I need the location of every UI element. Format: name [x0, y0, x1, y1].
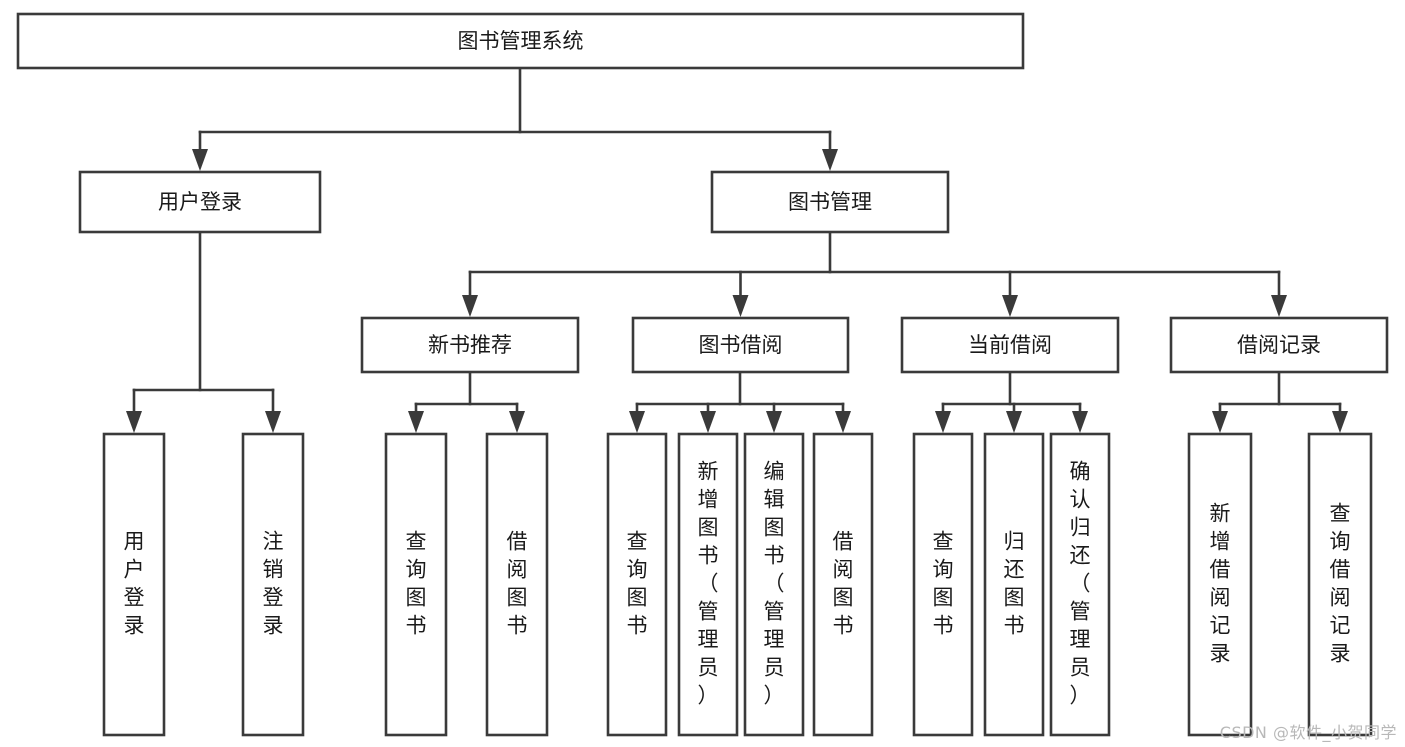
node-box-leaf-edit-book[interactable]: [743, 432, 805, 737]
node-label-leaf-query-book-current: 查询图书: [933, 530, 954, 638]
arrow-head-icon: [766, 411, 782, 433]
conn-userlogin-to-leaves: [126, 230, 281, 433]
node-label-book-management: 图书管理: [788, 190, 872, 214]
node-leaf-return-book[interactable]: 归还图书: [983, 432, 1045, 737]
node-leaf-query-book-recommend[interactable]: 查询图书: [384, 432, 448, 737]
node-layer: 图书管理系统用户登录图书管理新书推荐图书借阅当前借阅借阅记录用户登录注销登录查询…: [16, 12, 1389, 737]
node-label-user-login: 用户登录: [158, 190, 242, 214]
node-current-borrow[interactable]: 当前借阅: [900, 316, 1120, 374]
arrow-head-icon: [732, 295, 749, 317]
arrow-head-icon: [700, 411, 716, 433]
arrow-head-icon: [1002, 295, 1018, 317]
node-label-borrow-record: 借阅记录: [1237, 333, 1321, 357]
node-book-borrow[interactable]: 图书借阅: [631, 316, 850, 374]
node-leaf-add-book[interactable]: 新增图书（管理员）: [677, 432, 739, 737]
node-leaf-user-logout[interactable]: 注销登录: [241, 432, 305, 737]
node-label-root: 图书管理系统: [458, 29, 584, 53]
arrow-head-icon: [1212, 411, 1228, 433]
node-label-leaf-query-borrow-record: 查询借阅记录: [1330, 502, 1351, 666]
node-label-leaf-borrow-book-recommend: 借阅图书: [507, 530, 528, 638]
node-label-leaf-add-borrow-record: 新增借阅记录: [1210, 502, 1231, 666]
node-label-leaf-user-logout: 注销登录: [263, 530, 284, 638]
node-label-leaf-edit-book: 编辑图书（管理员）: [764, 460, 785, 708]
node-leaf-confirm-return[interactable]: 确认归还（管理员）: [1049, 432, 1111, 737]
node-box-leaf-borrow-book[interactable]: [812, 432, 874, 737]
node-box-leaf-user-logout[interactable]: [241, 432, 305, 737]
node-leaf-query-book-borrow[interactable]: 查询图书: [606, 432, 668, 737]
node-box-leaf-query-book-recommend[interactable]: [384, 432, 448, 737]
arrow-head-icon: [408, 411, 424, 433]
connector-layer: [126, 66, 1348, 433]
node-box-leaf-query-book-borrow[interactable]: [606, 432, 668, 737]
node-label-leaf-query-book-recommend: 查询图书: [406, 530, 427, 638]
arrow-head-icon: [1271, 295, 1287, 317]
node-label-leaf-user-login: 用户登录: [124, 530, 145, 638]
conn-recommend-to-leaves: [408, 370, 525, 433]
node-box-leaf-borrow-book-recommend[interactable]: [485, 432, 549, 737]
node-label-leaf-borrow-book: 借阅图书: [833, 530, 854, 638]
arrow-head-icon: [822, 149, 838, 171]
node-box-leaf-confirm-return[interactable]: [1049, 432, 1111, 737]
node-label-book-borrow: 图书借阅: [699, 333, 783, 357]
node-box-leaf-return-book[interactable]: [983, 432, 1045, 737]
conn-bookmgmt-to-level3: [462, 230, 1287, 317]
node-label-leaf-return-book: 归还图书: [1004, 530, 1025, 638]
node-new-book-recommend[interactable]: 新书推荐: [360, 316, 580, 374]
arrow-head-icon: [629, 411, 645, 433]
node-leaf-add-borrow-record[interactable]: 新增借阅记录: [1187, 432, 1253, 737]
node-box-book-borrow[interactable]: [631, 316, 850, 374]
node-label-new-book-recommend: 新书推荐: [428, 333, 512, 357]
node-borrow-record[interactable]: 借阅记录: [1169, 316, 1389, 374]
node-leaf-edit-book[interactable]: 编辑图书（管理员）: [743, 432, 805, 737]
arrow-head-icon: [509, 411, 525, 433]
arrow-head-icon: [835, 411, 851, 433]
node-leaf-borrow-book[interactable]: 借阅图书: [812, 432, 874, 737]
node-root[interactable]: 图书管理系统: [16, 12, 1025, 70]
node-box-user-login[interactable]: [78, 170, 322, 234]
node-label-current-borrow: 当前借阅: [968, 333, 1052, 357]
node-box-leaf-add-borrow-record[interactable]: [1187, 432, 1253, 737]
arrow-head-icon: [1072, 411, 1088, 433]
arrow-head-icon: [1332, 411, 1348, 433]
arrow-head-icon: [1006, 411, 1022, 433]
node-leaf-query-book-current[interactable]: 查询图书: [912, 432, 974, 737]
node-box-leaf-query-borrow-record[interactable]: [1307, 432, 1373, 737]
conn-borrow-to-leaves: [629, 370, 851, 433]
node-box-leaf-query-book-current[interactable]: [912, 432, 974, 737]
arrow-head-icon: [126, 411, 142, 433]
node-box-book-management[interactable]: [710, 170, 950, 234]
node-box-current-borrow[interactable]: [900, 316, 1120, 374]
node-leaf-user-login[interactable]: 用户登录: [102, 432, 166, 737]
node-box-root[interactable]: [16, 12, 1025, 70]
node-box-leaf-add-book[interactable]: [677, 432, 739, 737]
node-user-login[interactable]: 用户登录: [78, 170, 322, 234]
arrow-head-icon: [192, 149, 208, 171]
node-label-leaf-add-book: 新增图书（管理员）: [698, 460, 719, 708]
node-box-borrow-record[interactable]: [1169, 316, 1389, 374]
conn-current-to-leaves: [935, 370, 1088, 433]
node-leaf-borrow-book-recommend[interactable]: 借阅图书: [485, 432, 549, 737]
node-label-leaf-query-book-borrow: 查询图书: [627, 530, 648, 638]
node-book-management[interactable]: 图书管理: [710, 170, 950, 234]
arrow-head-icon: [935, 411, 951, 433]
node-box-leaf-user-login[interactable]: [102, 432, 166, 737]
node-label-leaf-confirm-return: 确认归还（管理员）: [1070, 460, 1091, 708]
conn-root-to-level2: [192, 66, 838, 171]
node-leaf-query-borrow-record[interactable]: 查询借阅记录: [1307, 432, 1373, 737]
arrow-head-icon: [265, 411, 281, 433]
node-box-new-book-recommend[interactable]: [360, 316, 580, 374]
arrow-head-icon: [462, 295, 478, 317]
conn-record-to-leaves: [1212, 370, 1348, 433]
